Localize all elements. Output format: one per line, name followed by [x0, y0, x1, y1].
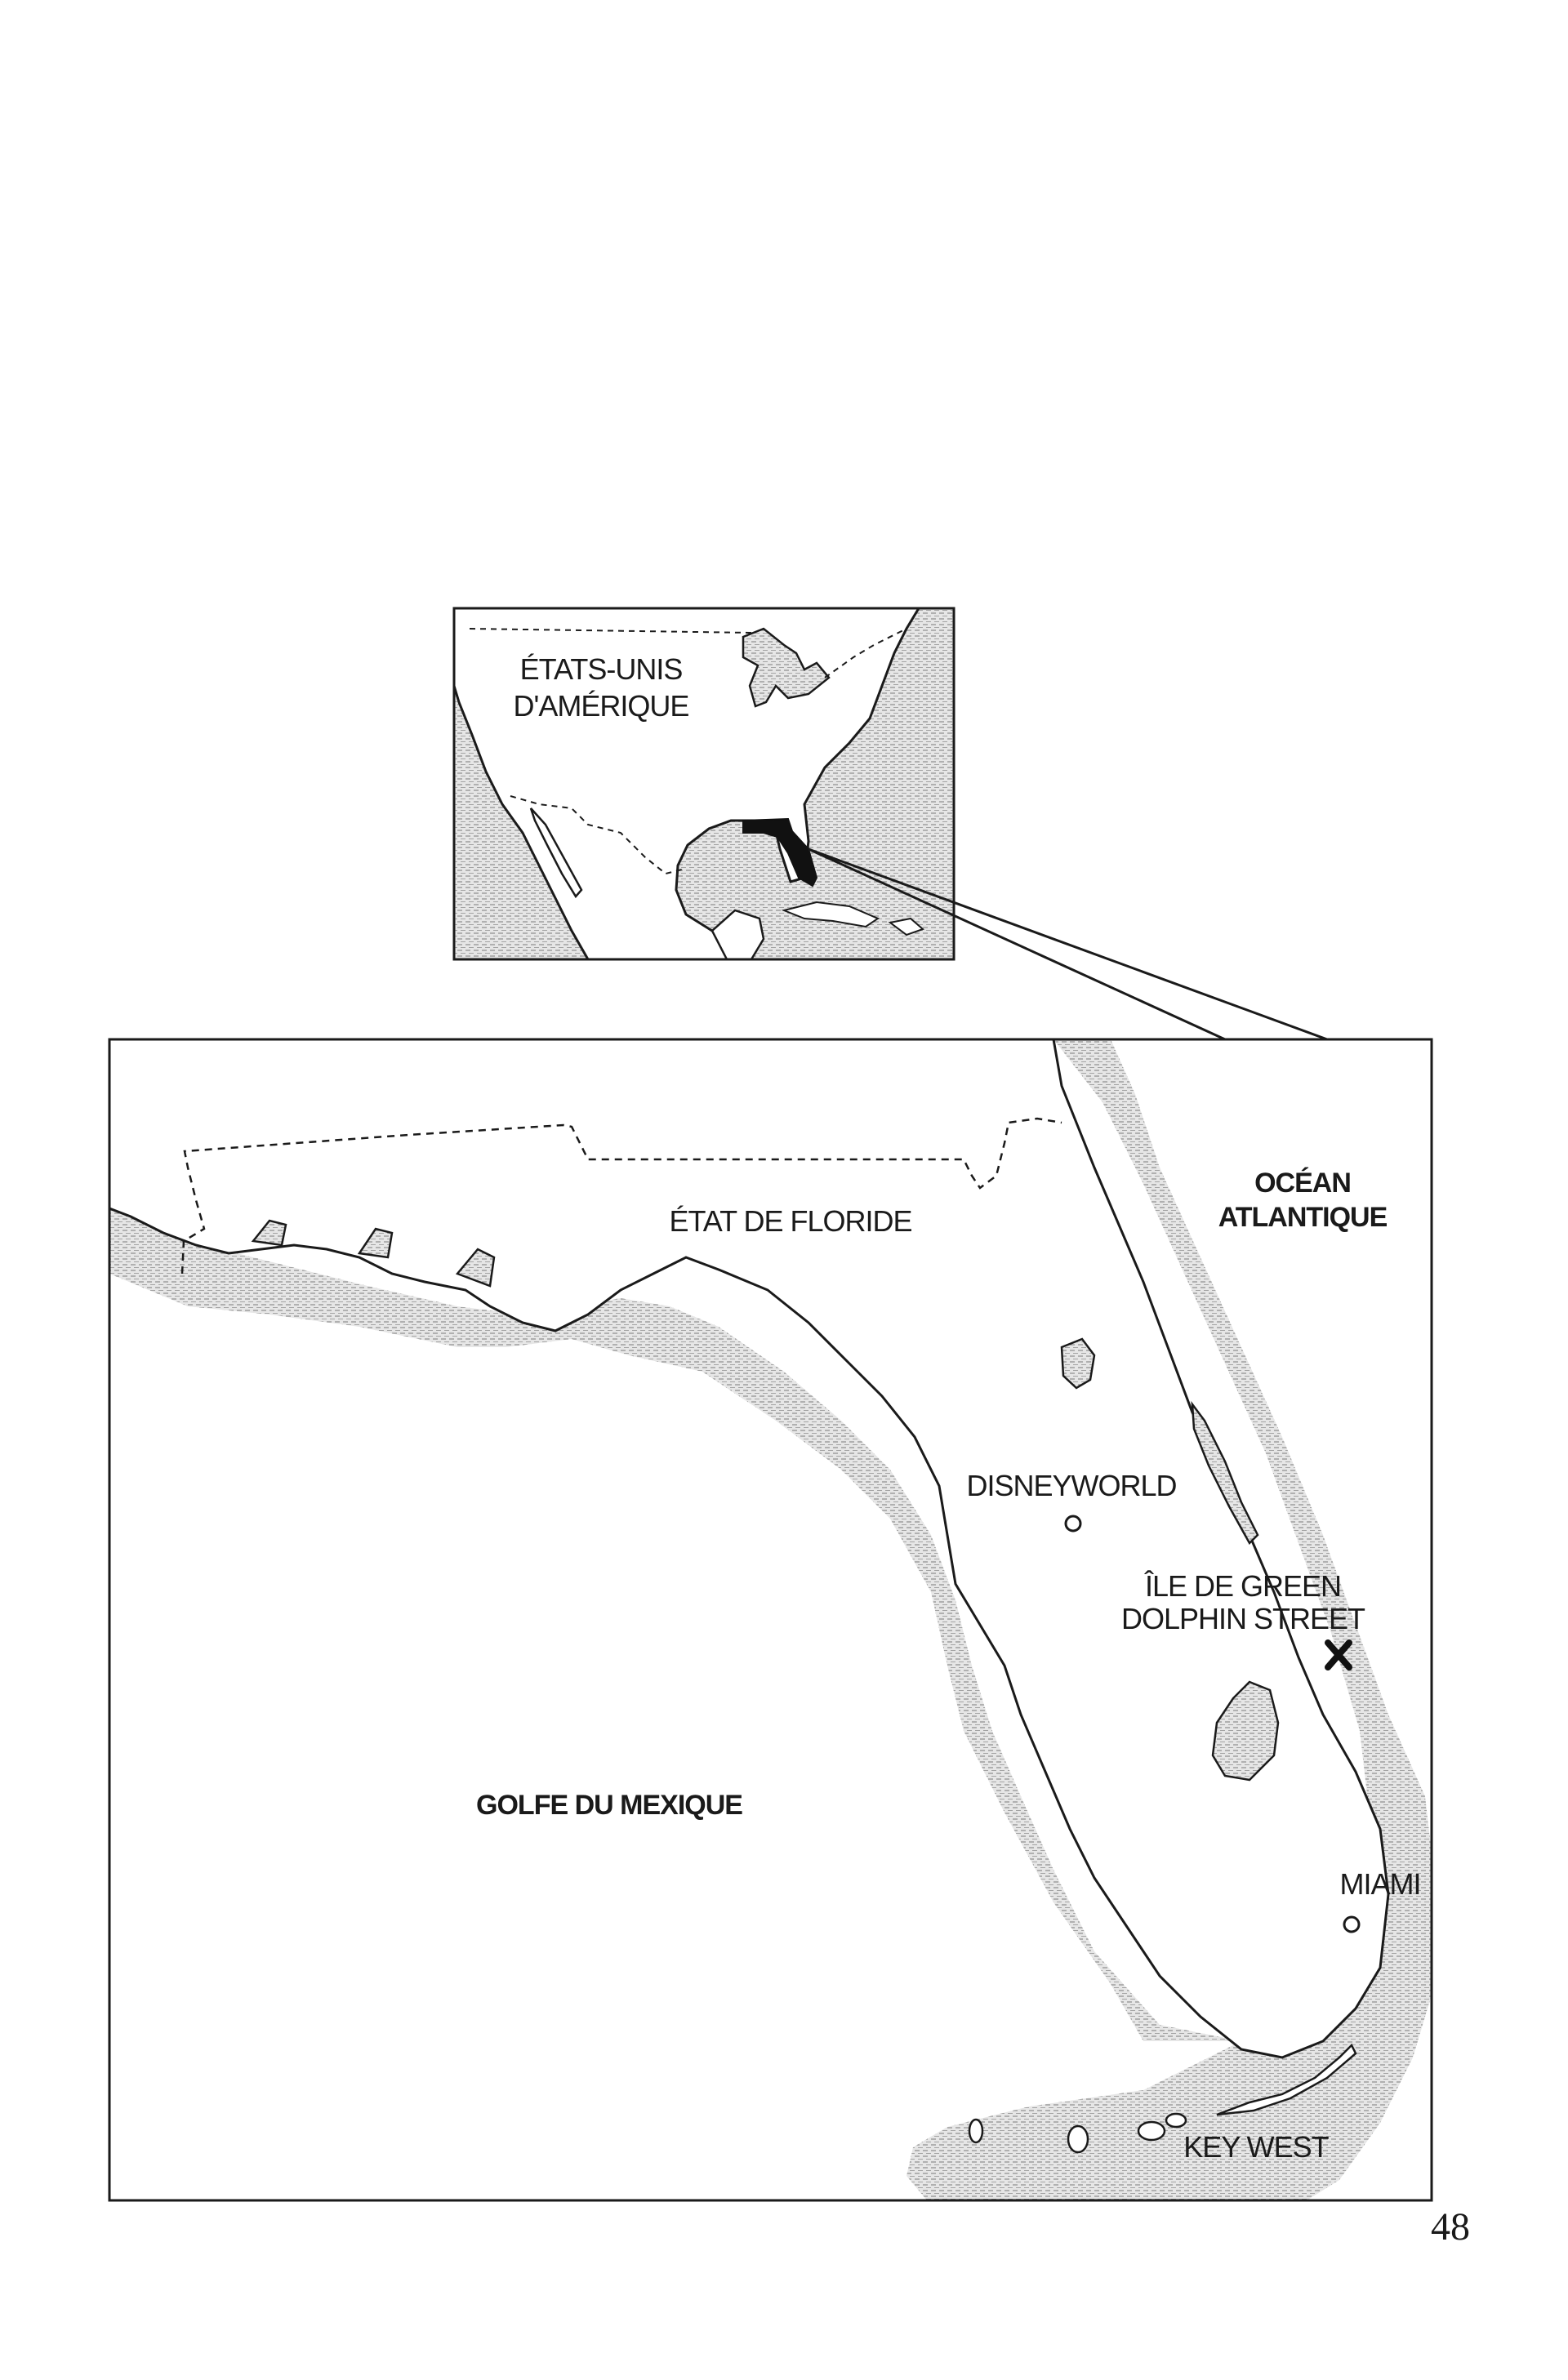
- panhandle-bay-east: [455, 1248, 496, 1288]
- inset-baja: [529, 807, 583, 899]
- lake-central: [1060, 1337, 1096, 1390]
- inset-frame: [452, 607, 956, 961]
- miami-label: MIAMI: [1340, 1867, 1421, 1901]
- florida-keys: [1216, 2043, 1357, 2116]
- gulf-shallow-water: [109, 1208, 1241, 2041]
- florida-state-border: [180, 1117, 1062, 1275]
- key-west-label: KEY WEST: [1183, 2130, 1329, 2164]
- inset-canada-border: [469, 628, 907, 678]
- island-cross-marker: [1325, 1639, 1352, 1670]
- inset-hispaniola: [888, 917, 924, 936]
- disneyworld-label: DISNEYWORLD: [966, 1469, 1176, 1502]
- island-label-line2: DOLPHIN STREET: [1121, 1602, 1365, 1635]
- miami-marker: [1343, 1915, 1361, 1933]
- key-islet-1: [1137, 2120, 1166, 2142]
- lake-okeechobee: [1211, 1680, 1280, 1782]
- atlantic-shallow-water: [906, 1039, 1432, 2200]
- inset-great-lakes: [742, 627, 831, 708]
- callout-lines: [808, 847, 1328, 1041]
- inset-country-label-line1: ÉTATS-UNIS: [520, 652, 683, 686]
- inset-cuba: [781, 901, 880, 928]
- page-number: 48: [1431, 2205, 1470, 2249]
- key-islet-3: [1067, 2124, 1089, 2154]
- ocean-label-line2: ATLANTIQUE: [1218, 1202, 1388, 1233]
- main-map: ÉTAT DE FLORIDE OCÉAN ATLANTIQUE GOLFE D…: [108, 1038, 1433, 2202]
- key-islet-4: [968, 2118, 984, 2144]
- ocean-label-line1: OCÉAN: [1254, 1168, 1351, 1199]
- inset-country-label-line2: D'AMÉRIQUE: [514, 689, 689, 723]
- island-label-line1: ÎLE DE GREEN: [1144, 1569, 1341, 1603]
- panhandle-bay-middle: [357, 1227, 394, 1259]
- main-map-frame: [108, 1038, 1433, 2202]
- inset-map: ÉTATS-UNIS D'AMÉRIQUE: [452, 607, 956, 961]
- indian-river-lagoon: [1191, 1400, 1259, 1546]
- gulf-label: GOLFE DU MEXIQUE: [476, 1790, 742, 1821]
- inset-mexico-border: [510, 795, 683, 875]
- disneyworld-marker: [1064, 1515, 1082, 1533]
- key-islet-2: [1165, 2112, 1187, 2129]
- state-label: ÉTAT DE FLORIDE: [669, 1204, 911, 1238]
- panhandle-bay-west: [251, 1219, 287, 1247]
- inset-florida-highlight: [742, 817, 818, 887]
- inset-yucatan: [710, 909, 765, 959]
